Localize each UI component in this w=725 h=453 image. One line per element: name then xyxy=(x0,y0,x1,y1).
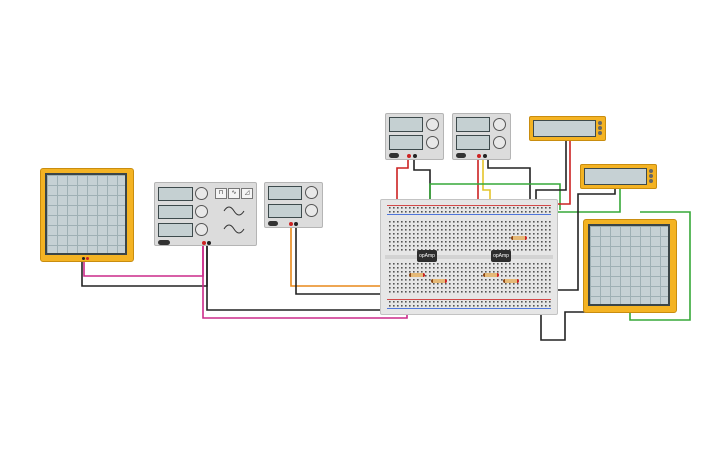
gen-display-offset xyxy=(158,223,193,237)
multimeter-2-display xyxy=(584,168,647,185)
wire-black-gen-bb[interactable] xyxy=(206,244,403,311)
psu3-knob-current[interactable] xyxy=(493,136,506,149)
gen-power-switch[interactable] xyxy=(158,240,170,245)
sine-preview-icon xyxy=(223,206,245,216)
multimeter-2-mode-b[interactable] xyxy=(649,174,653,178)
psu3-knob-voltage[interactable] xyxy=(493,118,506,131)
opamp-chip-1-label: opAmp xyxy=(419,253,435,259)
gen-knob-offset[interactable] xyxy=(195,223,208,236)
wire-red-top1[interactable] xyxy=(396,158,409,208)
psu2-terminal-red[interactable] xyxy=(407,154,411,158)
gen-terminal-black[interactable] xyxy=(207,241,211,245)
multimeter-1-mode-c[interactable] xyxy=(598,131,602,135)
resistor-4[interactable] xyxy=(503,279,519,283)
psu3-display-voltage xyxy=(456,117,490,132)
psu2-knob-current[interactable] xyxy=(426,136,439,149)
wire-magenta-gen-bb[interactable] xyxy=(202,244,408,319)
wire-black-psu[interactable] xyxy=(295,226,395,295)
multimeter-1-mode-a[interactable] xyxy=(598,121,602,125)
psu2-terminal-black[interactable] xyxy=(413,154,417,158)
psu2-display-voltage xyxy=(389,117,423,132)
gen-display-amplitude xyxy=(158,205,193,219)
psu1-terminal-black[interactable] xyxy=(294,222,298,226)
probe-terminal-black[interactable] xyxy=(82,257,85,260)
dc-power-supply-1[interactable] xyxy=(264,182,323,228)
gen-display-frequency xyxy=(158,187,193,201)
multimeter-2-mode-a[interactable] xyxy=(649,169,653,173)
wire-red-mm1[interactable] xyxy=(555,140,571,205)
psu3-terminal-black[interactable] xyxy=(483,154,487,158)
oscilloscope-screen xyxy=(588,224,670,306)
sine-wave-button[interactable]: ∿ xyxy=(228,188,240,199)
psu1-knob-current[interactable] xyxy=(305,204,318,217)
oscilloscope-left[interactable] xyxy=(40,168,134,262)
oscilloscope-right[interactable] xyxy=(583,219,677,313)
function-generator[interactable]: ⊓ ∿ ◿ xyxy=(154,182,257,246)
gen-knob-amplitude[interactable] xyxy=(195,205,208,218)
psu2-display-current xyxy=(389,135,423,150)
psu1-display-voltage xyxy=(268,186,302,200)
resistor-5[interactable] xyxy=(511,236,527,240)
oscilloscope-screen xyxy=(45,173,127,255)
multimeter-1[interactable] xyxy=(529,116,606,141)
breadboard-holes xyxy=(385,205,553,309)
resistor-3[interactable] xyxy=(483,273,499,277)
psu1-display-current xyxy=(268,204,302,218)
gen-knob-frequency[interactable] xyxy=(195,187,208,200)
opamp-chip-2-label: opAmp xyxy=(493,253,509,259)
gen-terminal-red[interactable] xyxy=(202,241,206,245)
psu3-display-current xyxy=(456,135,490,150)
psu3-power-switch[interactable] xyxy=(456,153,466,158)
multimeter-2-mode-c[interactable] xyxy=(649,179,653,183)
psu1-power-switch[interactable] xyxy=(268,221,278,226)
psu1-terminal-red[interactable] xyxy=(289,222,293,226)
wire-green-osc2[interactable] xyxy=(629,211,691,321)
resistor-2[interactable] xyxy=(431,279,447,283)
probe-terminal-red[interactable] xyxy=(86,257,89,260)
square-wave-button[interactable]: ⊓ xyxy=(215,188,227,199)
psu1-knob-voltage[interactable] xyxy=(305,186,318,199)
psu2-power-switch[interactable] xyxy=(389,153,399,158)
wire-orange-psu[interactable] xyxy=(290,226,395,287)
breadboard[interactable]: opAmp opAmp xyxy=(380,199,558,315)
opamp-chip-2[interactable]: opAmp xyxy=(491,250,511,262)
dc-power-supply-3[interactable] xyxy=(452,113,511,160)
psu3-terminal-red[interactable] xyxy=(477,154,481,158)
multimeter-1-mode-b[interactable] xyxy=(598,126,602,130)
resistor-1[interactable] xyxy=(409,273,425,277)
opamp-chip-1[interactable]: opAmp xyxy=(417,250,437,262)
sine-preview-icon-2 xyxy=(223,224,245,234)
triangle-wave-button[interactable]: ◿ xyxy=(241,188,253,199)
multimeter-1-display xyxy=(533,120,596,137)
multimeter-2[interactable] xyxy=(580,164,657,189)
dc-power-supply-2[interactable] xyxy=(385,113,444,160)
psu2-knob-voltage[interactable] xyxy=(426,118,439,131)
